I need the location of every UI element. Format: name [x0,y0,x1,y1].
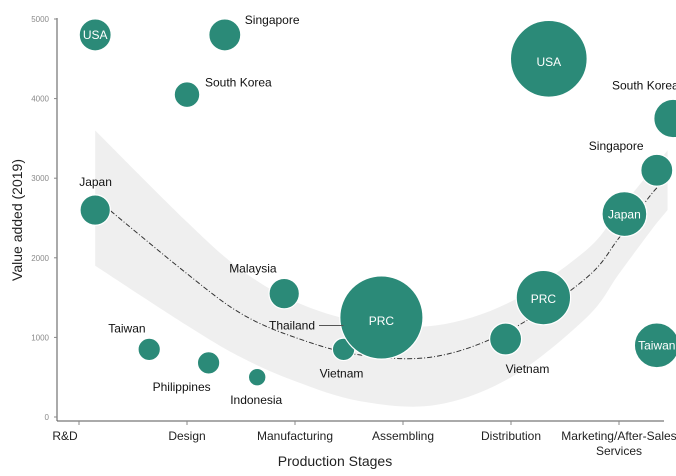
y-tick-label: 1000 [31,333,49,342]
y-tick-layer: 0 1000 2000 3000 4000 5000 [31,15,57,422]
bubble-label: South Korea [612,79,676,93]
y-axis-title: Value added (2019) [9,159,25,281]
bubble-label: Singapore [589,139,644,153]
trend-line-layer [94,177,668,360]
bubble-label: South Korea [205,76,272,90]
confidence-band-layer [95,130,668,407]
bubble-label: Thailand [269,318,315,332]
x-axis-title: Production Stages [278,453,392,469]
y-tick-label: 4000 [31,95,49,104]
bubble-label: Japan [79,175,112,189]
bubble-label: PRC [369,314,395,328]
x-category-label: Distribution [481,429,541,443]
bubble [78,18,112,52]
x-category-label: Assembling [372,429,434,443]
bubble [268,277,300,310]
bubble [489,322,523,356]
axis-layer: 0 1000 2000 3000 4000 5000 R&D Design Manufactu… [31,15,676,458]
bubble [79,194,111,226]
confidence-band [95,130,668,407]
bubble [173,81,201,109]
x-category-label: Services [596,444,642,458]
y-tick-label: 2000 [31,254,49,263]
y-tick-label: 0 [45,413,50,422]
bubble-label: PRC [531,292,557,306]
x-category-label: Manufacturing [257,429,333,443]
trend-line [94,177,668,360]
bubble-label: Malaysia [229,262,277,276]
bubble [515,269,572,326]
bubble-label: USA [536,55,561,69]
bubble-label: Singapore [245,13,300,27]
bubble [339,275,424,360]
x-category-label: Marketing/After-Sales [561,429,676,443]
x-category-layer: R&D Design Manufacturing Assembling Distribu… [52,421,676,458]
bubble-label: USA [83,28,108,42]
bubble [247,367,267,387]
x-category-label: R&D [52,429,78,443]
bubble [601,191,648,238]
bubble-label: Japan [608,207,641,221]
y-tick-label: 3000 [31,174,49,183]
bubble [633,322,676,369]
bubble-label: Philippines [153,380,211,394]
bubble-label: Taiwan [638,339,675,353]
bubble [196,351,221,375]
bubble-label: Indonesia [230,393,282,407]
bubble [208,18,242,52]
y-tick-label: 5000 [31,15,49,24]
x-category-label: Design [168,429,205,443]
bubble-label: Taiwan [108,321,145,335]
bubble-label: Vietnam [506,362,550,376]
bubble [640,153,674,187]
bubble [137,337,161,362]
bubble [509,19,588,98]
bubble [653,98,676,139]
bubble-layer [78,18,676,387]
bubble-label: Vietnam [320,366,364,380]
